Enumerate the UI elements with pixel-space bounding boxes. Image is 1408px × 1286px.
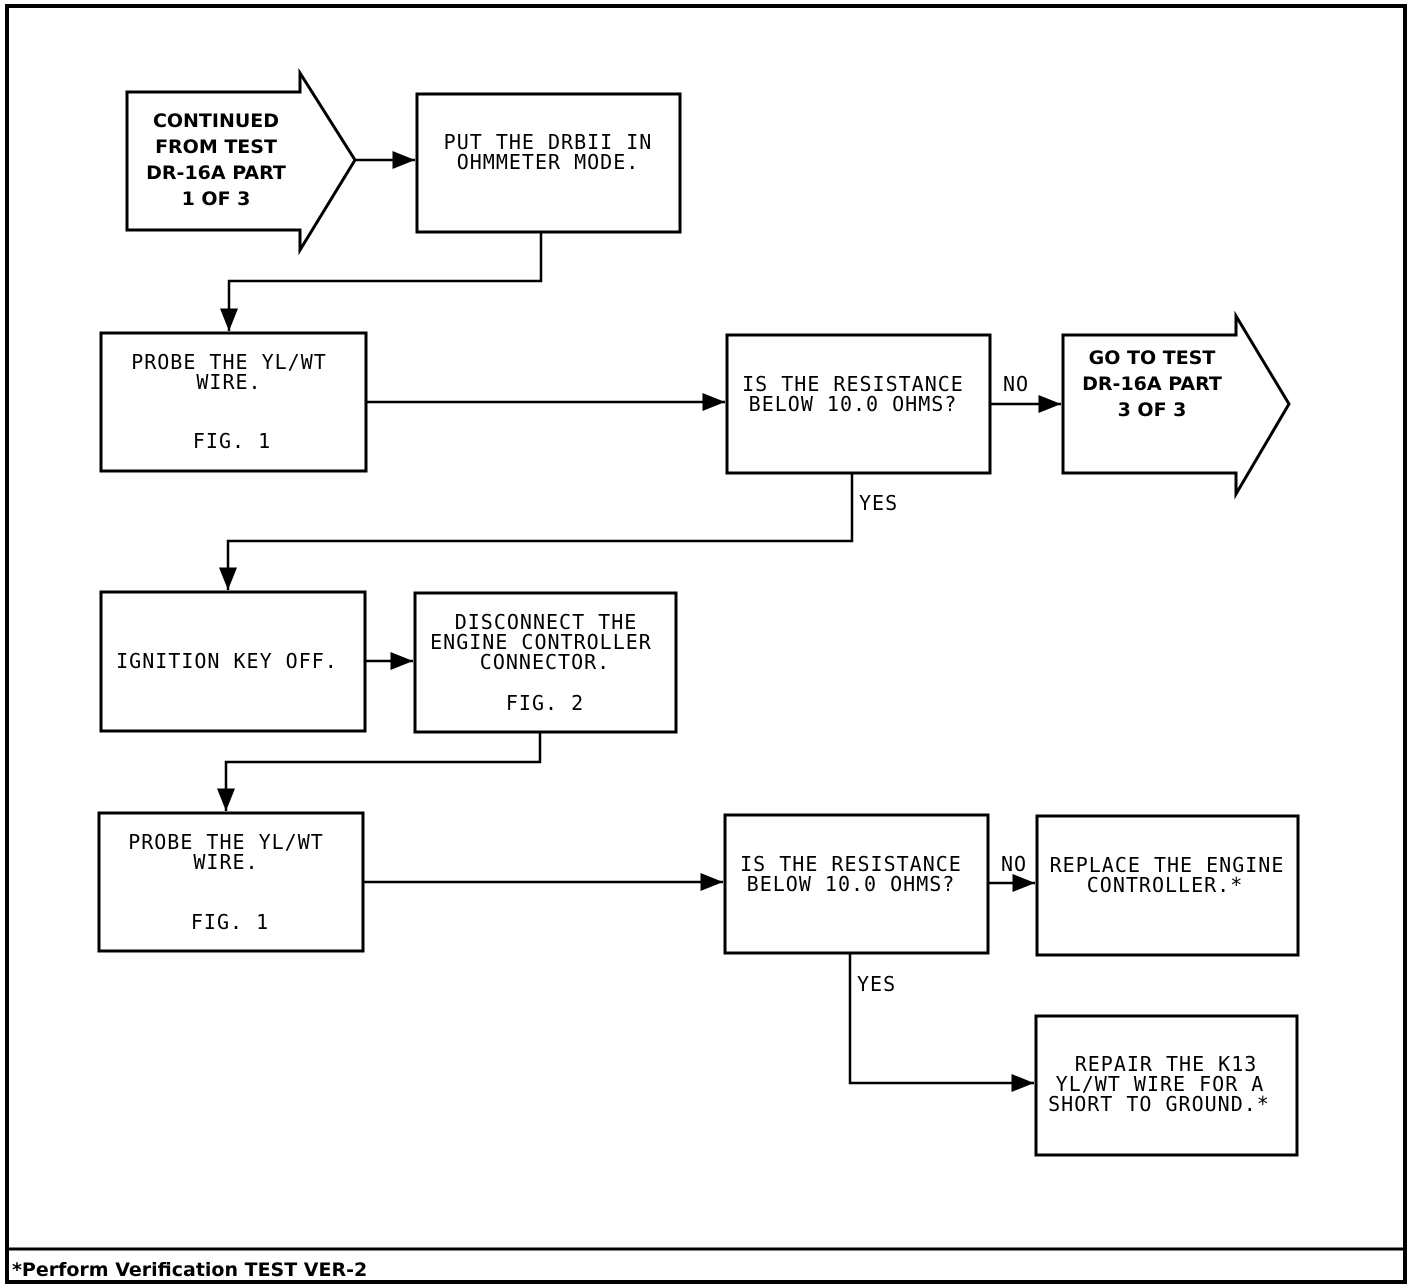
probe-1-line-1: PROBE THE YL/WT [131, 350, 327, 374]
probe-2-line-2: WIRE. [193, 850, 258, 874]
edge-label-yes-2: YES [857, 972, 896, 996]
goto-arrow-line-3: 3 OF 3 [1118, 399, 1187, 421]
edge-disconnect-to-probe2 [217, 732, 542, 811]
resistance-2-box [723, 813, 990, 955]
repair-line-2: YL/WT WIRE FOR A [1056, 1072, 1265, 1096]
replace-box [1035, 814, 1300, 957]
goto-arrow-shape [1061, 310, 1291, 500]
resistance-2-line-2: BELOW 10.0 OHMS? [747, 872, 956, 896]
resistance-1-box [725, 333, 992, 475]
goto-arrow-line-2: DR-16A PART [1082, 373, 1222, 395]
probe-1-box [99, 331, 368, 473]
edge-put-to-probe1 [220, 232, 543, 331]
disconnect-line-1: DISCONNECT THE [455, 610, 638, 634]
replace-line-2: CONTROLLER.* [1087, 873, 1244, 897]
ignition-off-box [99, 590, 367, 733]
resistance-1-line-2: BELOW 10.0 OHMS? [749, 392, 958, 416]
start-arrow-line-4: 1 OF 3 [182, 188, 251, 210]
start-arrow-line-2: FROM TEST [155, 136, 277, 158]
start-arrow-shape [125, 67, 357, 256]
edge-res2-yes [848, 953, 1034, 1092]
probe-2-line-1: PROBE THE YL/WT [128, 830, 324, 854]
put-drbii-box [415, 92, 682, 234]
edge-label-yes-1: YES [859, 491, 898, 515]
put-drbii-line-2: OHMMETER MODE. [457, 150, 640, 174]
probe-2-box [97, 811, 365, 953]
repair-line-1: REPAIR THE K13 [1075, 1052, 1258, 1076]
footer-note: *Perform Verification TEST VER-2 [12, 1259, 367, 1281]
page-border [5, 4, 1407, 1284]
put-drbii-line-1: PUT THE DRBII IN [444, 130, 653, 154]
disconnect-line-2: ENGINE CONTROLLER [430, 630, 652, 654]
probe-1-line-2: WIRE. [196, 370, 261, 394]
disconnect-box [413, 591, 678, 734]
replace-line-1: REPLACE THE ENGINE [1050, 853, 1285, 877]
resistance-2-line-1: IS THE RESISTANCE [740, 852, 962, 876]
probe-1-fig: FIG. 1 [193, 429, 271, 453]
disconnect-fig: FIG. 2 [506, 691, 584, 715]
repair-box [1034, 1014, 1299, 1157]
edge-label-no-2: NO [1001, 852, 1027, 876]
goto-arrow-line-1: GO TO TEST [1089, 347, 1216, 369]
resistance-1-line-1: IS THE RESISTANCE [742, 372, 964, 396]
edge-label-no-1: NO [1003, 372, 1029, 396]
disconnect-line-3: CONNECTOR. [480, 650, 610, 674]
repair-line-3: SHORT TO GROUND.* [1048, 1092, 1270, 1116]
start-arrow-line-1: CONTINUED [153, 110, 279, 132]
edge-res1-yes [219, 473, 854, 590]
start-arrow-line-3: DR-16A PART [146, 162, 286, 184]
ignition-off-line-1: IGNITION KEY OFF. [116, 649, 338, 673]
probe-2-fig: FIG. 1 [191, 910, 269, 934]
